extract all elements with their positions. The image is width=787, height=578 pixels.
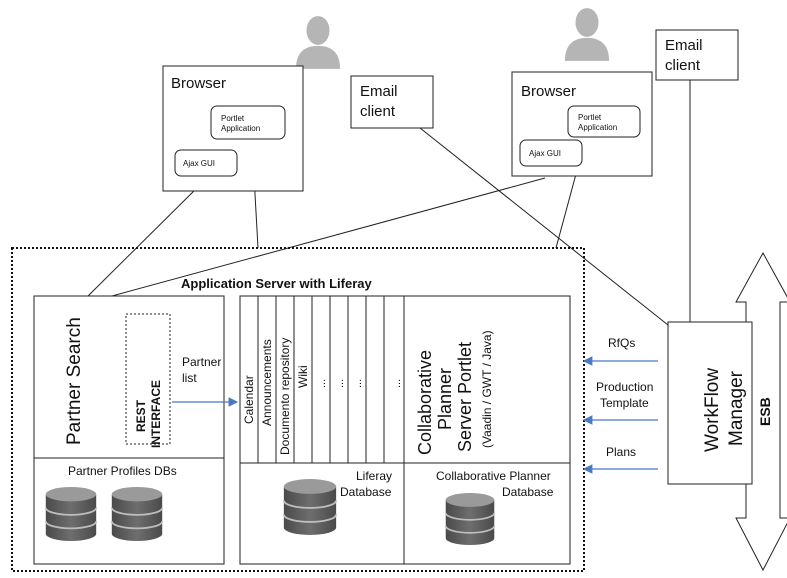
portlet-tab-label: Documento repository	[278, 338, 292, 455]
portlet-tab-label: Announcements	[260, 339, 274, 426]
user-icon	[564, 8, 610, 61]
portlet-application-label: Portlet	[578, 113, 602, 122]
liferay-portal-block: Calendar Announcements Documento reposit…	[239, 295, 571, 565]
database-icon	[444, 492, 496, 546]
portlet-tab-label: ...	[334, 379, 346, 388]
user-icon	[295, 16, 341, 69]
email-client-box-right: Email client	[655, 29, 739, 81]
ajax-gui-label: Ajax GUI	[183, 159, 215, 168]
browser-box-left: Browser Portlet Application Ajax GUI	[162, 65, 304, 192]
portlet-tab-label: Wiki	[296, 365, 310, 388]
liferay-db-label: Database	[340, 485, 392, 499]
workflow-manager-box: WorkFlow Manager	[667, 321, 753, 485]
email-client-label: Email	[665, 37, 703, 54]
partner-list-label: list	[182, 371, 197, 385]
portlet-tab-label: Calendar	[242, 375, 256, 424]
collab-db-label: Database	[502, 485, 554, 499]
portlet-application-label: Application	[578, 123, 617, 132]
portlet-tab-label: ...	[391, 379, 403, 388]
esb-label: ESB	[757, 397, 773, 426]
collab-portlet-label: Collaborative	[415, 350, 435, 455]
application-server-title: Application Server with Liferay	[181, 276, 372, 291]
liferay-db-label: Liferay	[356, 469, 392, 483]
rfqs-label: RfQs	[608, 336, 635, 350]
collab-portlet-label: Planner	[435, 368, 455, 430]
email-client-label: client	[360, 103, 396, 120]
database-icon	[110, 486, 164, 542]
rest-interface-box	[125, 313, 171, 445]
rest-interface-label: INTERFACE	[149, 380, 163, 448]
workflow-manager-label: WorkFlow	[702, 368, 723, 452]
partner-search-label: Partner Search	[64, 317, 85, 445]
partner-profiles-title: Partner Profiles DBs	[68, 464, 177, 478]
browser-box-right: Browser Portlet Application Ajax GUI	[511, 71, 653, 177]
application-server-container	[11, 247, 585, 572]
partner-search-block: Partner Search REST INTERFACE Partner Pr…	[33, 295, 225, 565]
portlet-tab-label: ...	[352, 379, 364, 388]
database-icon	[44, 486, 98, 542]
portlet-tabs	[239, 295, 405, 464]
email-client-label: Email	[360, 83, 398, 100]
portlet-tab-label: ...	[316, 379, 328, 388]
collab-db-label: Collaborative Planner	[436, 469, 551, 483]
rest-interface-label: REST	[134, 399, 148, 432]
browser-title: Browser	[521, 83, 576, 100]
email-client-box-left: Email client	[350, 75, 434, 129]
collab-portlet-label: Server Portlet	[455, 342, 475, 452]
ajax-gui-label: Ajax GUI	[529, 149, 561, 158]
portlet-application-label: Application	[221, 124, 260, 133]
production-template-label: Production	[596, 380, 653, 394]
collab-portlet-label: (Vaadin / GWT / Java)	[480, 330, 494, 448]
database-icon	[282, 478, 338, 536]
production-template-label: Template	[600, 396, 649, 410]
portlet-application-label: Portlet	[221, 114, 245, 123]
email-client-label: client	[665, 57, 701, 74]
workflow-manager-label: Manager	[726, 370, 747, 446]
browser-title: Browser	[171, 75, 226, 92]
plans-label: Plans	[606, 445, 636, 459]
partner-list-label: Partner	[182, 355, 221, 369]
